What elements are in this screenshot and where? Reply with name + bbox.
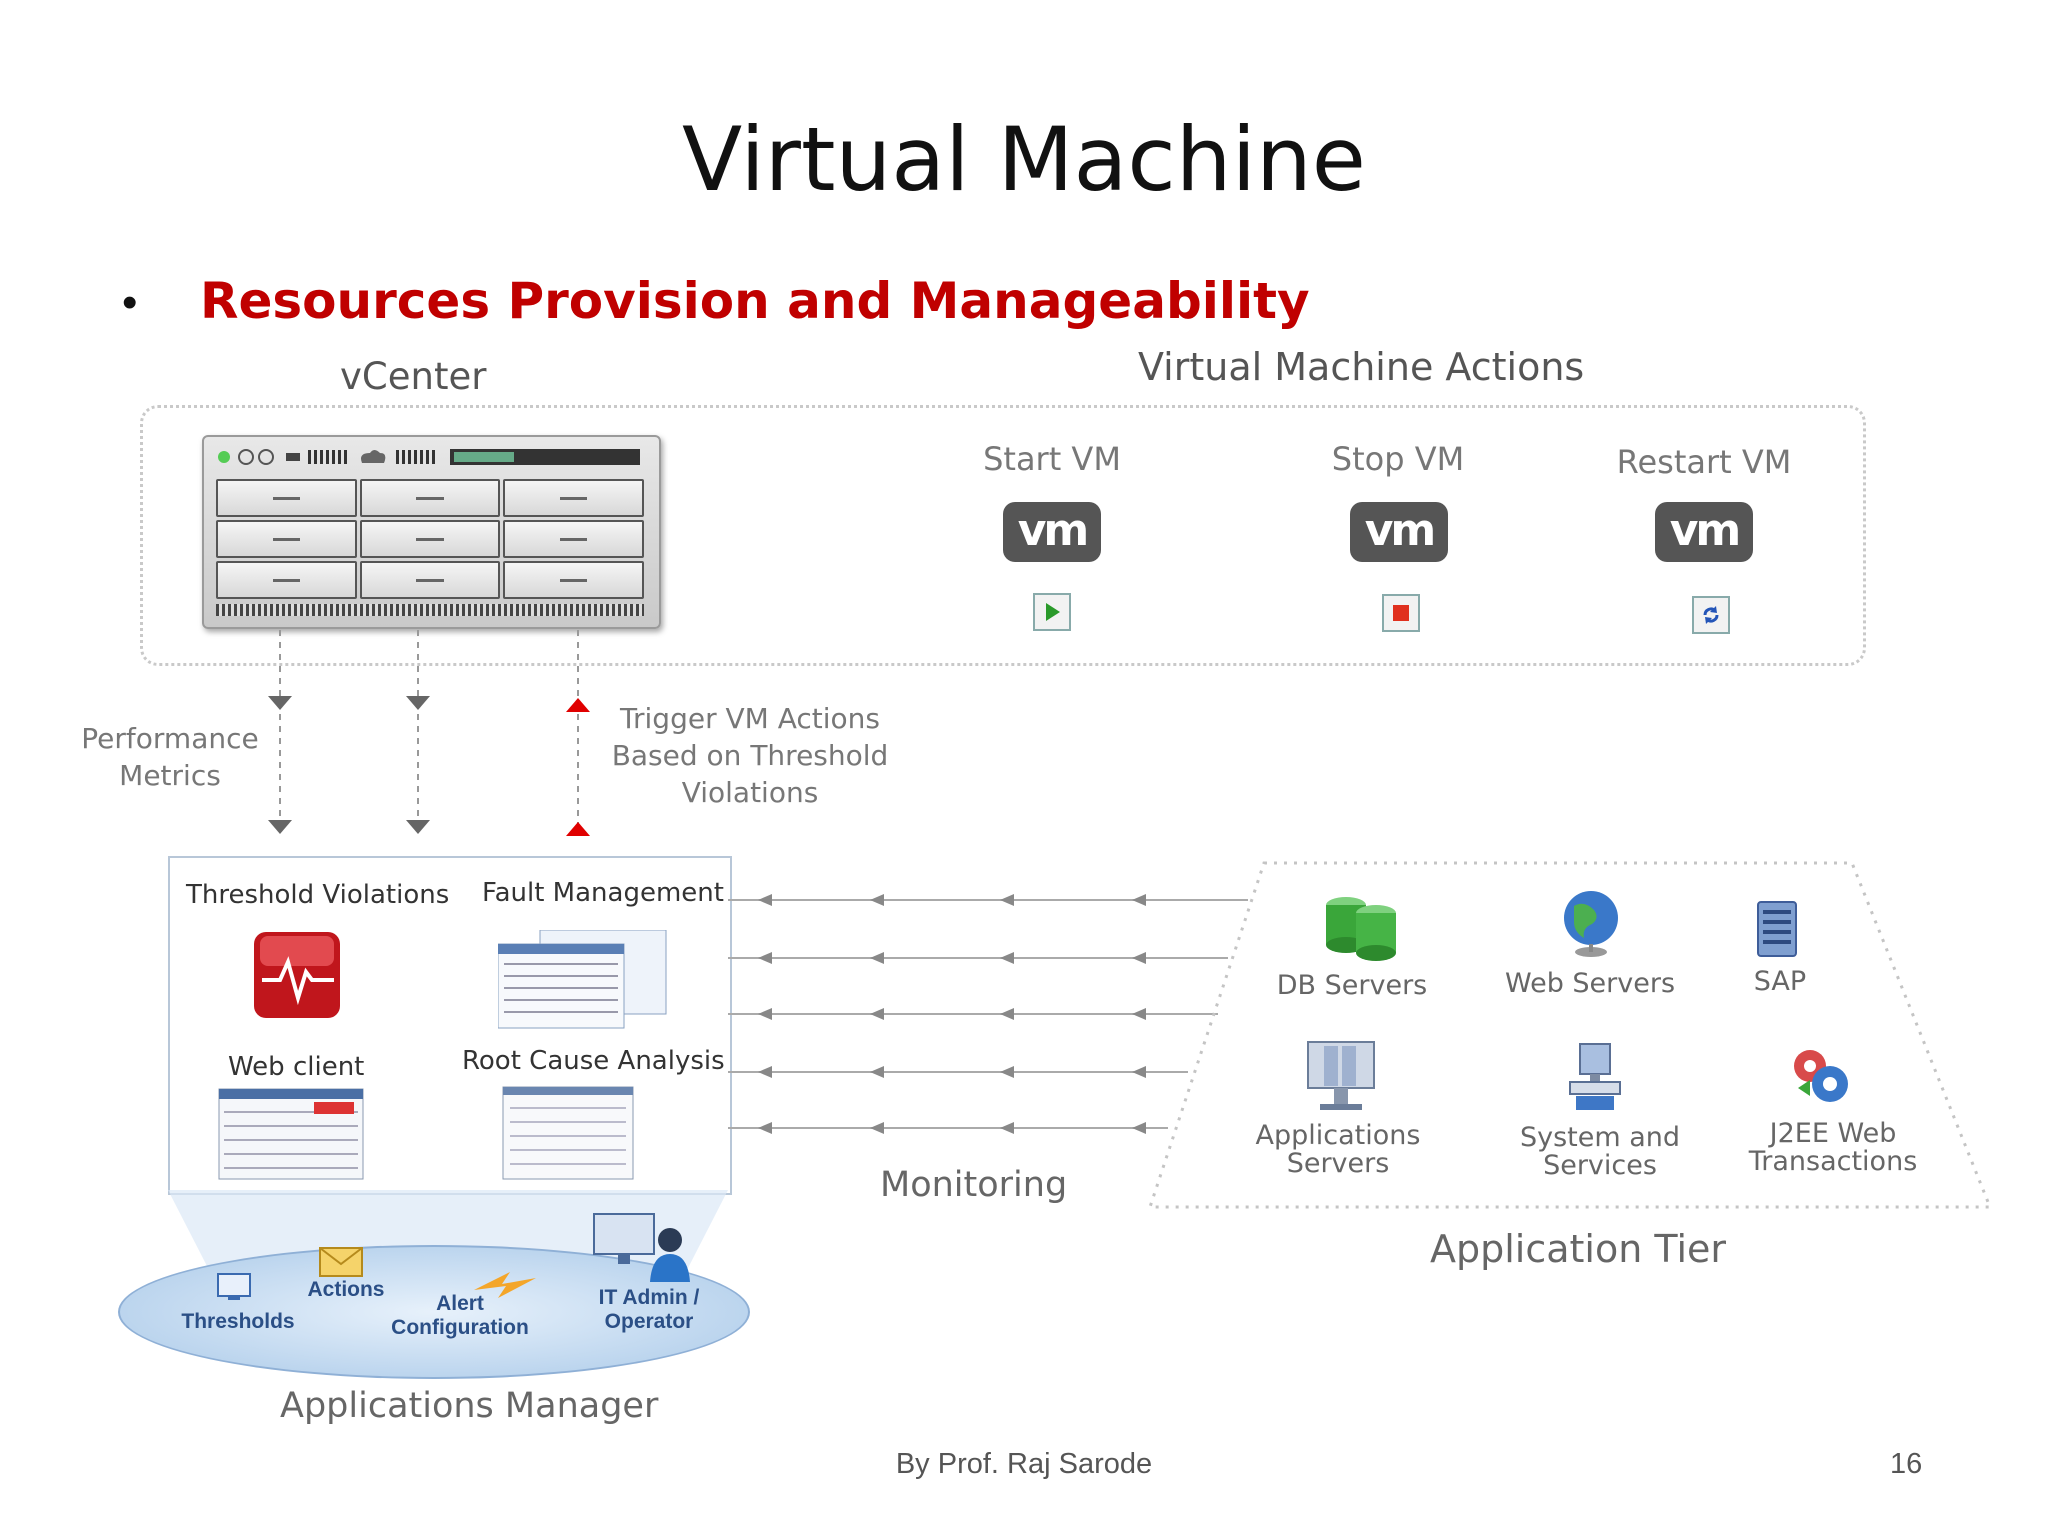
applications-manager-label: Applications Manager <box>280 1386 659 1426</box>
fault-management-screens-icon <box>498 930 667 1029</box>
application-tier-label: Application Tier <box>1430 1227 1727 1271</box>
vm-logo-restart: vm <box>1655 502 1753 562</box>
envelope-icon <box>319 1247 363 1277</box>
start-vm-label: Start VM <box>983 440 1121 478</box>
vm-actions-label: Virtual Machine Actions <box>1138 345 1585 389</box>
trigger-actions-label: Trigger VM Actions Based on Threshold Vi… <box>611 702 889 809</box>
restart-vm-label: Restart VM <box>1616 443 1792 481</box>
stop-vm-label: Stop VM <box>1331 440 1465 478</box>
threshold-violations-label: Threshold Violations <box>186 880 450 910</box>
restart-icon[interactable] <box>1692 596 1730 634</box>
vcenter-label: vCenter <box>340 355 487 398</box>
slide-footer: By Prof. Raj Sarode <box>895 1448 1153 1480</box>
globe-icon <box>1564 891 1618 957</box>
vcenter-server-icon <box>202 435 661 629</box>
actions-label: Actions <box>307 1278 385 1301</box>
bullet-heading: Resources Provision and Manageability <box>200 272 1310 330</box>
db-servers-label: DB Servers <box>1276 970 1428 1001</box>
vm-logo-stop: vm <box>1350 502 1448 562</box>
root-cause-analysis-label: Root Cause Analysis <box>462 1046 725 1076</box>
applications-manager-panel <box>168 856 732 1195</box>
server-icon <box>1757 901 1797 957</box>
fault-management-label: Fault Management <box>482 878 724 908</box>
computer-icon <box>1569 1043 1621 1110</box>
heartbeat-alert-icon <box>254 932 340 1018</box>
web-client-label: Web client <box>228 1052 365 1082</box>
stop-icon[interactable] <box>1382 594 1420 632</box>
app-server-icon <box>1307 1041 1375 1110</box>
sap-label: SAP <box>1753 966 1807 997</box>
web-servers-label: Web Servers <box>1504 968 1676 999</box>
slide-title: Virtual Machine <box>682 108 1366 211</box>
web-client-screen-icon <box>218 1088 364 1180</box>
lightning-icon <box>474 1272 536 1298</box>
monitoring-arrows <box>728 894 1248 1134</box>
metrics-arrows <box>268 630 590 836</box>
it-admin-label: IT Admin /Operator <box>598 1286 700 1333</box>
bullet-marker: • <box>122 278 138 327</box>
page-number: 16 <box>1890 1448 1923 1480</box>
it-admin-icon <box>593 1213 690 1282</box>
vm-logo-start: vm <box>1003 502 1101 562</box>
thresholds-label: Thresholds <box>181 1310 295 1333</box>
play-icon[interactable] <box>1033 593 1071 631</box>
applications-manager-platform <box>118 1245 750 1379</box>
monitoring-label: Monitoring <box>880 1165 1068 1205</box>
vcenter-region <box>140 405 1866 666</box>
callout-wedge <box>168 1190 728 1268</box>
application-tier-region <box>1147 861 1993 1209</box>
gears-icon <box>1794 1050 1848 1102</box>
performance-metrics-label: Performance Metrics <box>81 722 259 792</box>
root-cause-screen-icon <box>502 1086 634 1180</box>
thresholds-icon <box>217 1273 251 1300</box>
database-icon <box>1326 897 1396 961</box>
